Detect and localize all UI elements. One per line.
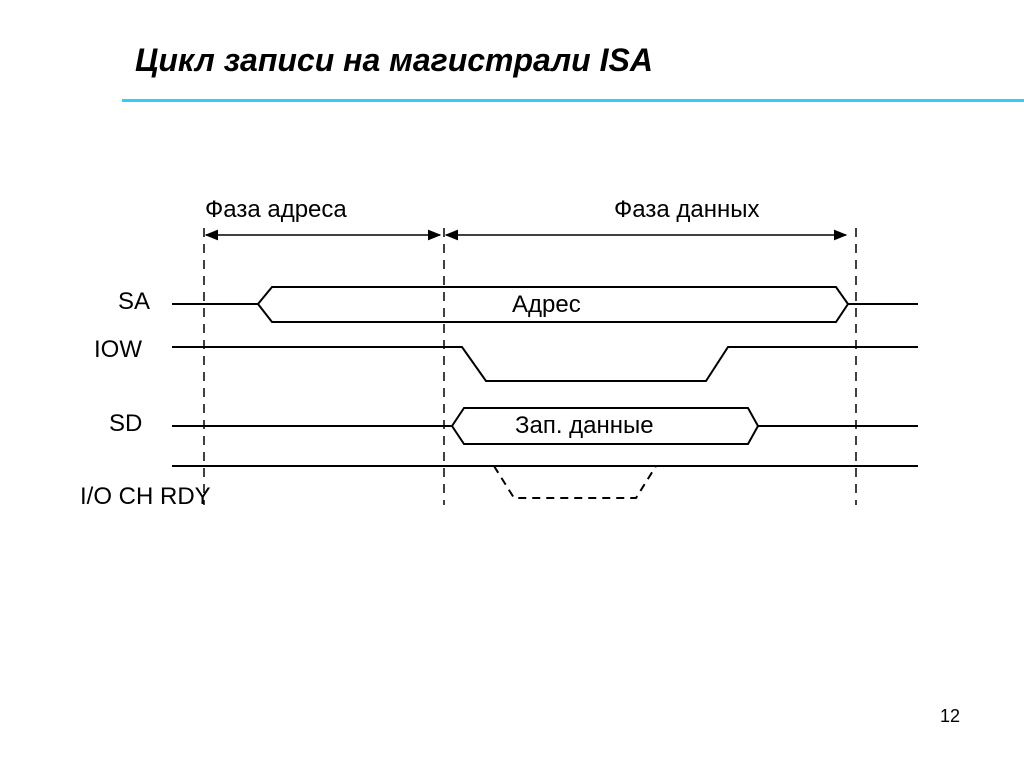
- io-ch-rdy-wait-state: [493, 465, 657, 499]
- sa-waveform: [172, 286, 918, 323]
- iow-waveform: [172, 346, 918, 382]
- sd-waveform: [172, 407, 918, 445]
- page-number: 12: [940, 706, 961, 726]
- phase-label-data: Фаза данных: [614, 196, 759, 223]
- sa-bus-label: Адрес: [512, 291, 581, 318]
- signal-label-sd: SD: [109, 410, 142, 437]
- signal-label-sa: SA: [118, 288, 150, 315]
- slide-title: Цикл записи на магистрали ISA: [135, 42, 653, 78]
- sd-bus-label: Зап. данные: [515, 412, 654, 439]
- signal-label-io-ch-rdy: I/O CH RDY: [80, 483, 211, 510]
- signal-label-iow: IOW: [94, 336, 142, 363]
- phase-label-address: Фаза адреса: [205, 196, 347, 223]
- title-underline: [122, 99, 1024, 102]
